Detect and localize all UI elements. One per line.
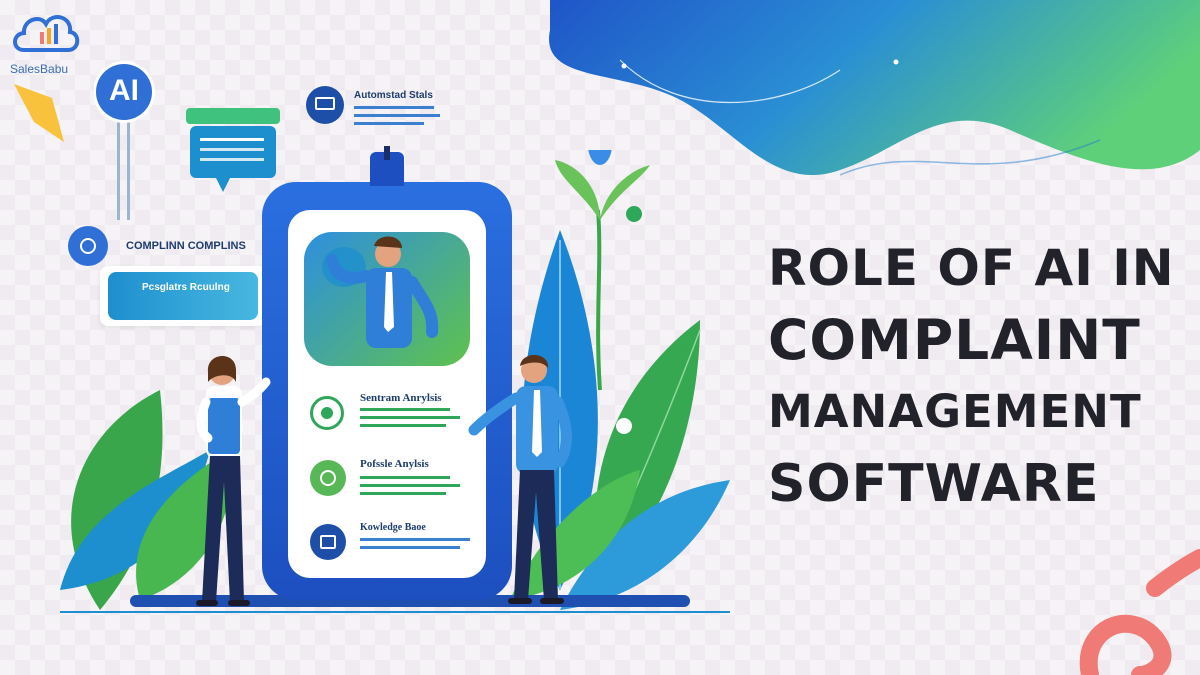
person-illustration	[322, 236, 439, 348]
cloud-logo-icon	[13, 15, 80, 52]
automated-stats-label: Automstad Stals	[354, 90, 433, 101]
title-line-1: ROLE OF AI IN	[768, 239, 1175, 297]
list-item[interactable]: Sentram Anrylsis	[306, 388, 476, 438]
phone-screen: Sentram Anrylsis Pofssle Anylsis Kowledg…	[288, 210, 486, 578]
page-title: ROLE OF AI IN COMPLAINT MANAGEMENT SOFTW…	[768, 232, 1175, 520]
knowledge-icon	[310, 524, 346, 560]
support-icon	[68, 226, 108, 266]
brand-name: SalesBabu	[10, 62, 69, 76]
list-item[interactable]: Kowledge Baoe	[306, 518, 476, 568]
ai-badge-post	[94, 61, 155, 220]
phone-frame: Sentram Anrylsis Pofssle Anylsis Kowledg…	[262, 146, 512, 600]
routing-callout: Pcsglatrs Rcuulng	[100, 266, 266, 326]
title-line-4: SOFTWARE	[768, 454, 1100, 514]
list-item[interactable]: Pofssle Anylsis	[306, 454, 476, 504]
list-item-label: Kowledge Baoe	[360, 522, 426, 533]
analysis-icon	[310, 396, 344, 430]
coral-swirl	[1079, 549, 1200, 675]
gradient-blob	[549, 0, 1200, 176]
routing-label: Pcsglatrs Rcuulng	[142, 282, 230, 293]
monitor-icon	[306, 86, 344, 124]
gear-icon	[310, 460, 346, 496]
list-item-label: Sentram Anrylsis	[360, 392, 442, 404]
brand-logo[interactable]: SalesBabu	[10, 6, 90, 76]
complaint-label: COMPLINN COMPLINS	[126, 240, 246, 252]
hero-card	[304, 232, 470, 366]
list-item-label: Pofssle Anylsis	[360, 458, 429, 470]
man-figure	[468, 354, 573, 604]
complaint-callout: COMPLINN COMPLINS	[68, 226, 268, 266]
title-line-2: COMPLAINT	[768, 308, 1141, 372]
title-line-3: MANAGEMENT	[768, 385, 1142, 438]
automated-stats-callout: Automstad Stals	[306, 86, 446, 136]
yellow-kite-icon	[14, 84, 64, 142]
ai-badge: AI	[109, 74, 139, 107]
woman-figure	[196, 355, 271, 606]
chat-card	[186, 108, 280, 192]
